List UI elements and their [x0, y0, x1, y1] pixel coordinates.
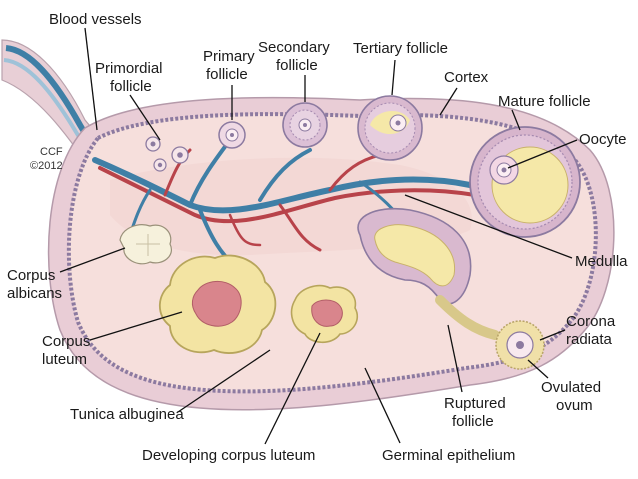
- mature-follicle: [469, 126, 581, 238]
- copyright-line-1: CCF: [40, 146, 63, 158]
- label-primordial-follicle-line1: Primordial: [95, 60, 163, 77]
- ruptured-follicle: [357, 207, 500, 340]
- label-tertiary-follicle: Tertiary follicle: [353, 40, 448, 57]
- label-primary-follicle-line1: Primary: [203, 48, 255, 65]
- label-germinal-epithelium: Germinal epithelium: [382, 447, 515, 464]
- label-secondary-follicle-line1: Secondary: [258, 39, 330, 56]
- primordial-follicles: [145, 136, 189, 172]
- corpus-albicans: [119, 224, 172, 265]
- ovulated-ovum: [495, 320, 545, 370]
- label-corona-radiata-line2: radiata: [566, 331, 613, 348]
- primary-follicle: [218, 121, 246, 149]
- corpus-luteum: [158, 254, 277, 354]
- label-blood-vessels: Blood vessels: [49, 11, 142, 28]
- label-ruptured-follicle-line1: Ruptured: [444, 395, 506, 412]
- label-ovulated-ovum-line1: Ovulated: [541, 379, 601, 396]
- label-primary-follicle-line2: follicle: [206, 66, 248, 83]
- label-ruptured-follicle-line2: follicle: [452, 413, 494, 430]
- label-corpus-luteum-line2: luteum: [42, 351, 87, 368]
- copyright-line-2: ©2012: [30, 160, 63, 172]
- label-mature-follicle: Mature follicle: [498, 93, 591, 110]
- tertiary-follicle: [357, 95, 423, 161]
- label-secondary-follicle-line2: follicle: [276, 57, 318, 74]
- secondary-follicle: [282, 102, 328, 148]
- label-medulla: Medulla: [575, 253, 628, 270]
- leader-lines: [59, 27, 578, 445]
- label-primordial-follicle-line2: follicle: [110, 78, 152, 95]
- label-corpus-albicans-line2: albicans: [7, 285, 62, 302]
- label-cortex: Cortex: [444, 69, 489, 86]
- label-corona-radiata-line1: Corona: [566, 313, 616, 330]
- label-corpus-luteum-line1: Corpus: [42, 333, 90, 350]
- label-developing-corpus-luteum: Developing corpus luteum: [142, 447, 315, 464]
- label-tunica-albuginea: Tunica albuginea: [70, 406, 184, 423]
- label-ovulated-ovum-line2: ovum: [556, 397, 593, 414]
- developing-corpus-luteum: [290, 284, 359, 344]
- label-oocyte: Oocyte: [579, 131, 627, 148]
- label-corpus-albicans-line1: Corpus: [7, 267, 55, 284]
